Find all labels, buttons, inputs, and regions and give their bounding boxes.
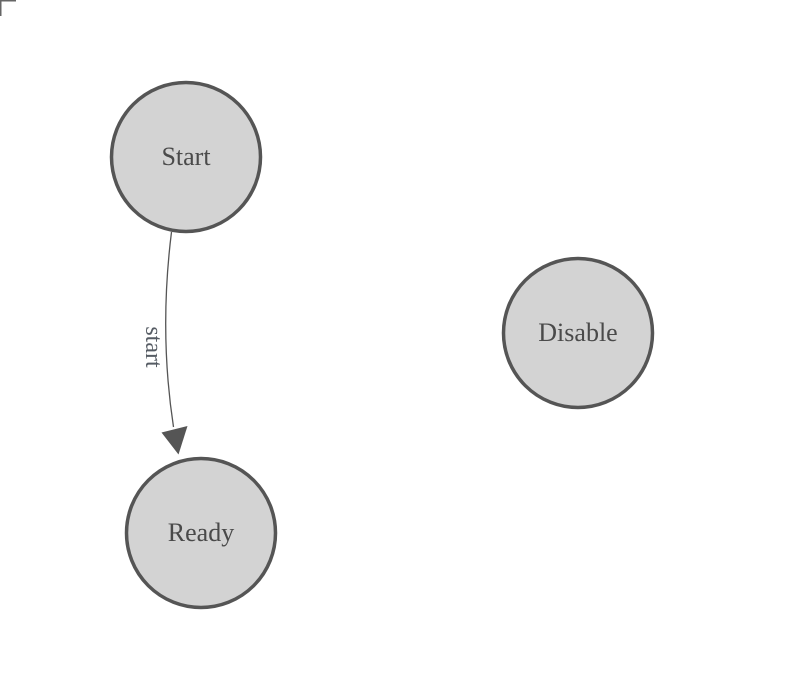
- state-node-ready-circle[interactable]: [124, 456, 278, 610]
- transition-path[interactable]: [165, 231, 175, 428]
- state-node-start[interactable]: Start: [109, 80, 263, 234]
- transition-label: start: [140, 326, 166, 368]
- arrowhead-icon: [161, 426, 188, 455]
- state-node-start-circle[interactable]: [109, 80, 263, 234]
- state-node-disable[interactable]: Disable: [501, 256, 655, 410]
- state-node-ready[interactable]: Ready: [124, 456, 278, 610]
- state-node-disable-circle[interactable]: [501, 256, 655, 410]
- transition-start-ready: start: [140, 231, 188, 455]
- canvas-corner-mark: [0, 0, 16, 16]
